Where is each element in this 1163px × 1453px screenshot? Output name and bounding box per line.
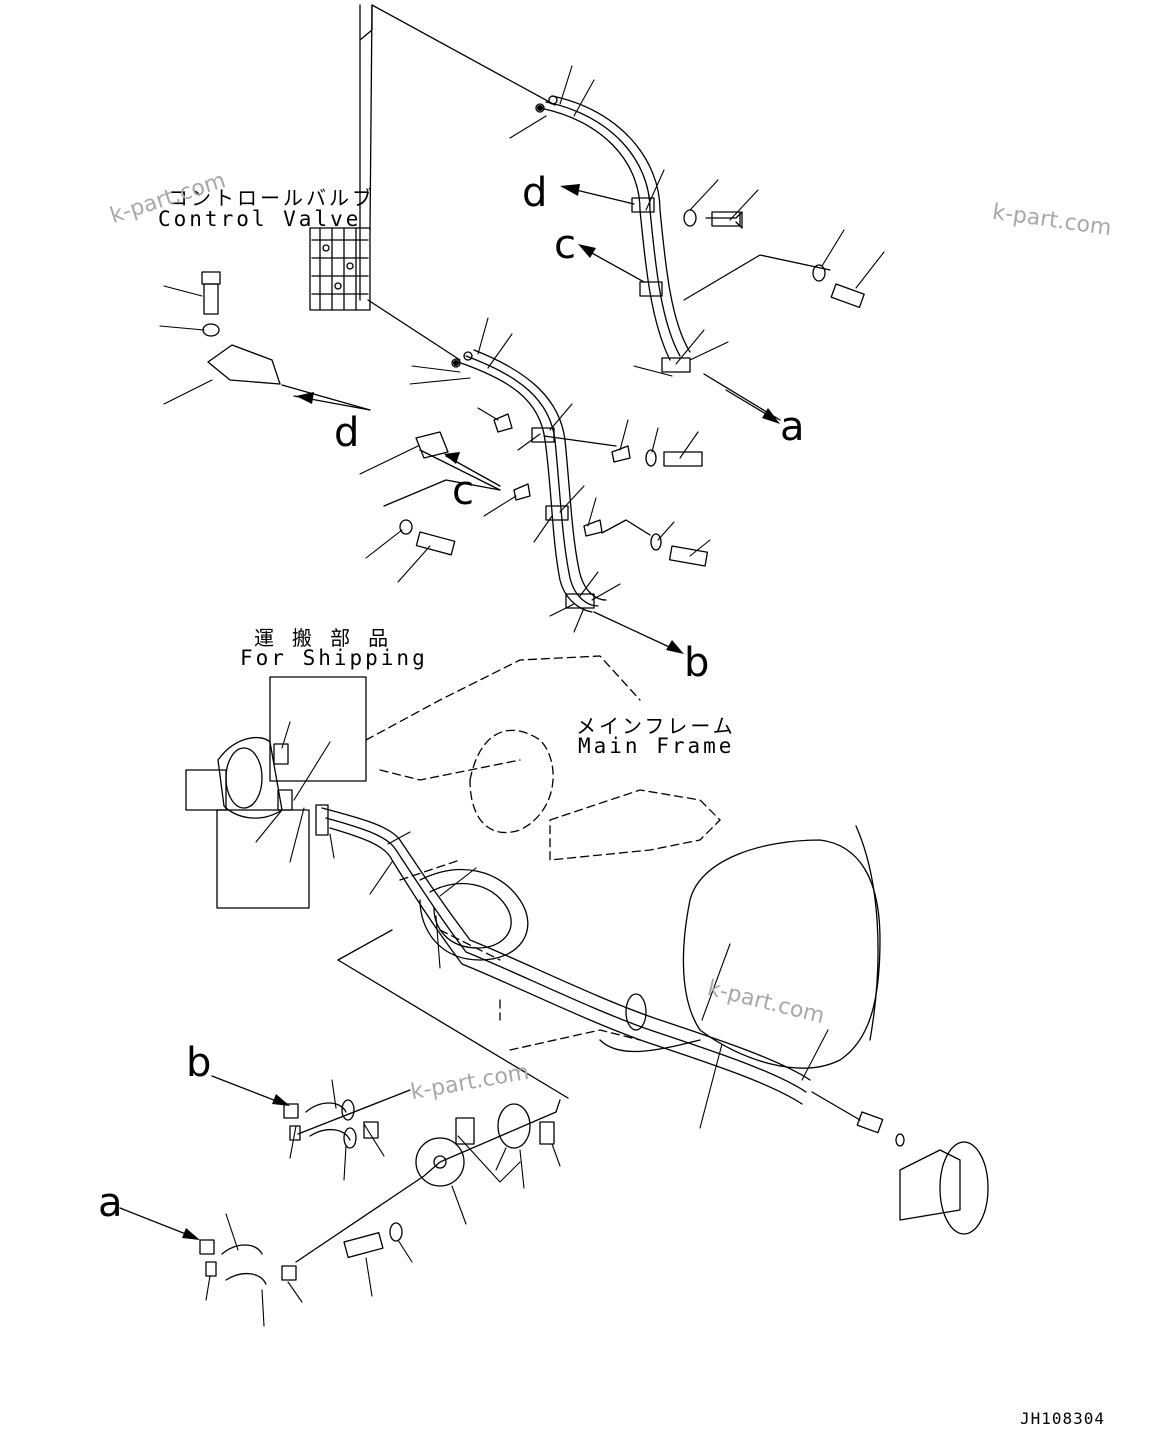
transmission-outline [599,825,881,1069]
lower-fittings [199,929,569,1285]
leader-lines [159,65,885,1327]
bracket-left [207,344,281,385]
callout-letter-d-lower: d [334,410,360,456]
callout-letter-c-lower: c [452,468,474,514]
middle-hose-pair [451,349,607,613]
shipping-jp-label: 運 搬 部 品 [254,626,392,650]
callout-letter-b-lower: b [186,1040,212,1086]
callout-letter-a-lower: a [98,1180,123,1226]
main-frame-en-label: Main Frame [578,734,735,758]
control-valve-jp-label: コントロールバルブ [168,186,375,210]
shipping-en-label: For Shipping [240,646,428,670]
main-frame-jp-label: メインフレーム [576,714,736,738]
callout-letter-c-upper: c [554,222,576,268]
upper-hose-pair [535,95,691,373]
control-valve [309,227,371,311]
control-valve-en-label: Control Valve [158,207,362,231]
lower-hose-bundle [315,804,811,1105]
drawing-code: JH108304 [1020,1409,1106,1428]
main-frame-outline [365,655,721,1051]
shipping-box [269,676,367,782]
callout-letter-a-upper: a [780,404,805,450]
callout-letter-b-upper: b [684,640,710,686]
callout-letter-d-upper: d [522,170,548,216]
